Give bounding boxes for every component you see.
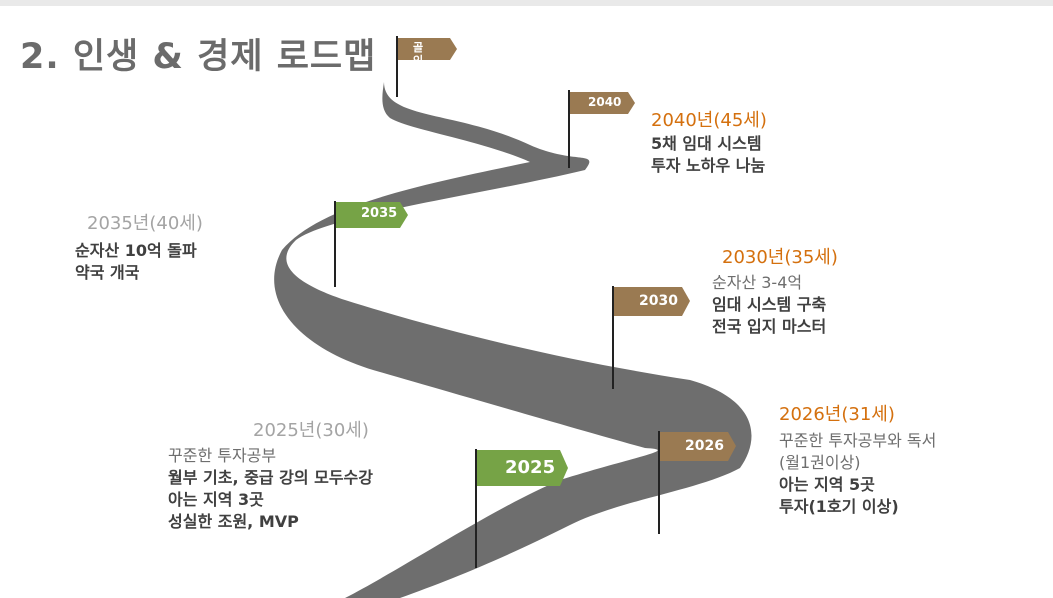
milestone-2035-line: 순자산 10억 돌파 — [75, 241, 197, 260]
flag-goal — [398, 38, 457, 60]
flag-2025 — [477, 450, 568, 486]
flag-2030 — [614, 287, 690, 316]
page-title: 2. 인생 & 경제 로드맵 — [20, 37, 377, 77]
milestone-2035-desc: 순자산 10억 돌파 약국 개국 — [75, 240, 197, 284]
milestone-2025-line: 성실한 조원, MVP — [168, 512, 299, 531]
flag-2026 — [660, 432, 736, 461]
milestone-2025-line: 꾸준한 투자공부 — [168, 446, 277, 465]
milestone-2035-line: 약국 개국 — [75, 263, 140, 282]
milestone-2030-line: 전국 입지 마스터 — [712, 317, 827, 336]
milestone-2026-line: 꾸준한 투자공부와 독서 — [779, 431, 937, 450]
flag-label-2030: 2030 — [639, 293, 678, 309]
milestone-2040-year: 2040년(45세) — [651, 110, 767, 131]
flag-label-2025: 2025 — [505, 457, 556, 478]
milestone-2035-year: 2035년(40세) — [87, 213, 203, 234]
milestone-2030-line: 임대 시스템 구축 — [712, 295, 827, 314]
milestone-2030-line: 순자산 3-4억 — [712, 273, 803, 292]
milestone-2025-year: 2025년(30세) — [253, 420, 369, 441]
milestone-2026-line: 투자(1호기 이상) — [779, 497, 899, 516]
milestone-2026-year: 2026년(31세) — [779, 404, 895, 425]
milestone-2040-line: 투자 노하우 나눔 — [651, 156, 766, 175]
flag-label-2040: 2040 — [588, 95, 622, 109]
milestone-2040-line: 5채 임대 시스템 — [651, 134, 762, 153]
milestone-2030-desc: 순자산 3-4억 임대 시스템 구축 전국 입지 마스터 — [712, 272, 826, 338]
milestone-2040-desc: 5채 임대 시스템 투자 노하우 나눔 — [651, 133, 765, 177]
milestone-2026-line: 아는 지역 5곳 — [779, 475, 875, 494]
milestone-2026-line: (월1권이상) — [779, 453, 861, 472]
flag-label-2035: 2035 — [361, 206, 398, 221]
milestone-2025-line: 월부 기초, 중급 강의 모두수강 — [168, 468, 373, 487]
milestone-2025-line: 아는 지역 3곳 — [168, 490, 264, 509]
top-divider — [0, 0, 1053, 6]
milestone-2025-desc: 꾸준한 투자공부 월부 기초, 중급 강의 모두수강 아는 지역 3곳 성실한 … — [168, 445, 373, 533]
winding-road — [274, 82, 752, 598]
flag-2040 — [570, 92, 635, 114]
milestone-2026-desc: 꾸준한 투자공부와 독서 (월1권이상) 아는 지역 5곳 투자(1호기 이상) — [779, 430, 936, 518]
milestone-2030-year: 2030년(35세) — [722, 247, 838, 268]
flag-label-goal: 골인 — [413, 41, 424, 67]
flag-label-2026: 2026 — [685, 438, 724, 454]
flag-2035 — [336, 202, 408, 228]
